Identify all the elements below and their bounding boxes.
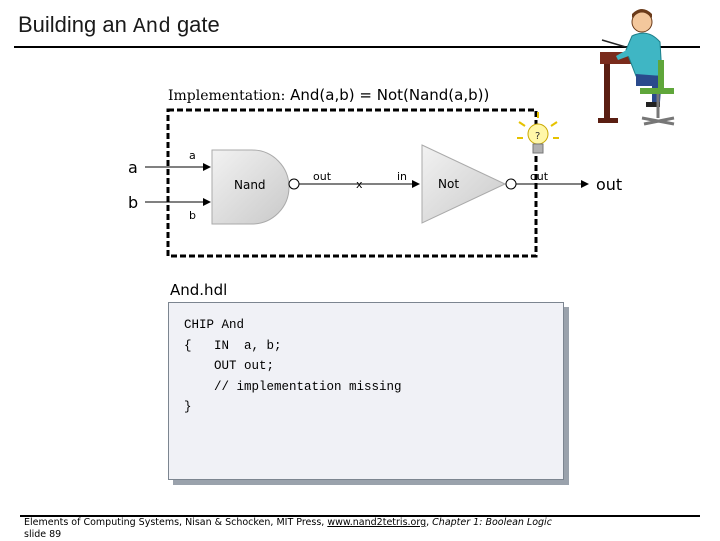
title-suffix: gate [176, 12, 220, 37]
not-output-label: out [530, 170, 549, 183]
implementation-formula: And(a,b) = Not(Nand(a,b)) [290, 86, 490, 104]
input-b-label: b [128, 193, 138, 212]
code-line: // implementation missing [184, 379, 402, 394]
hdl-code: CHIP And { IN a, b; OUT out; // implemen… [184, 315, 402, 418]
wire-x-label: x [356, 178, 363, 191]
title-code: And [133, 16, 171, 39]
not-input-label: in [397, 170, 407, 183]
footer-slide: slide 89 [24, 529, 62, 540]
lightbulb-mark: ? [535, 131, 540, 142]
nand-bubble [288, 178, 300, 190]
not-bubble [505, 178, 517, 190]
nand-gate-label: Nand [234, 178, 266, 192]
implementation-label: Implementation: [168, 88, 286, 104]
footer: Elements of Computing Systems, Nisan & S… [24, 517, 552, 541]
lightbulb-icon: ? [517, 112, 559, 154]
nand-gate [211, 149, 290, 225]
code-line: } [184, 400, 192, 414]
footer-sep: , [426, 517, 433, 528]
input-a-label: a [128, 158, 138, 177]
hdl-filename: And.hdl [170, 281, 228, 299]
code-line: { IN a, b; [184, 338, 282, 353]
chip-boundary [166, 108, 538, 258]
output-label: out [596, 175, 622, 194]
person-at-desk-icon [598, 9, 675, 126]
nand-output-label: out [313, 170, 332, 183]
slide-title: Building an And gate [18, 12, 220, 39]
implementation-line: Implementation: And(a,b) = Not(Nand(a,b)… [168, 86, 489, 104]
title-prefix: Building an [18, 12, 127, 37]
footer-chapter: Chapter 1: Boolean Logic [432, 517, 552, 528]
footer-rule [20, 515, 700, 517]
nand-input-b: b [189, 209, 196, 222]
footer-link[interactable]: www.nand2tetris.org [327, 517, 427, 528]
not-gate-label: Not [438, 177, 459, 191]
code-box [168, 302, 564, 480]
not-gate [421, 144, 507, 224]
nand-input-a: a [189, 149, 196, 162]
code-line: OUT out; [184, 359, 275, 373]
title-rule [14, 46, 700, 48]
code-line: CHIP And [184, 318, 245, 332]
footer-citation: Elements of Computing Systems, Nisan & S… [24, 517, 325, 528]
and-gate-diagram: a b a b Nand out x in Not out out ? [128, 108, 622, 258]
